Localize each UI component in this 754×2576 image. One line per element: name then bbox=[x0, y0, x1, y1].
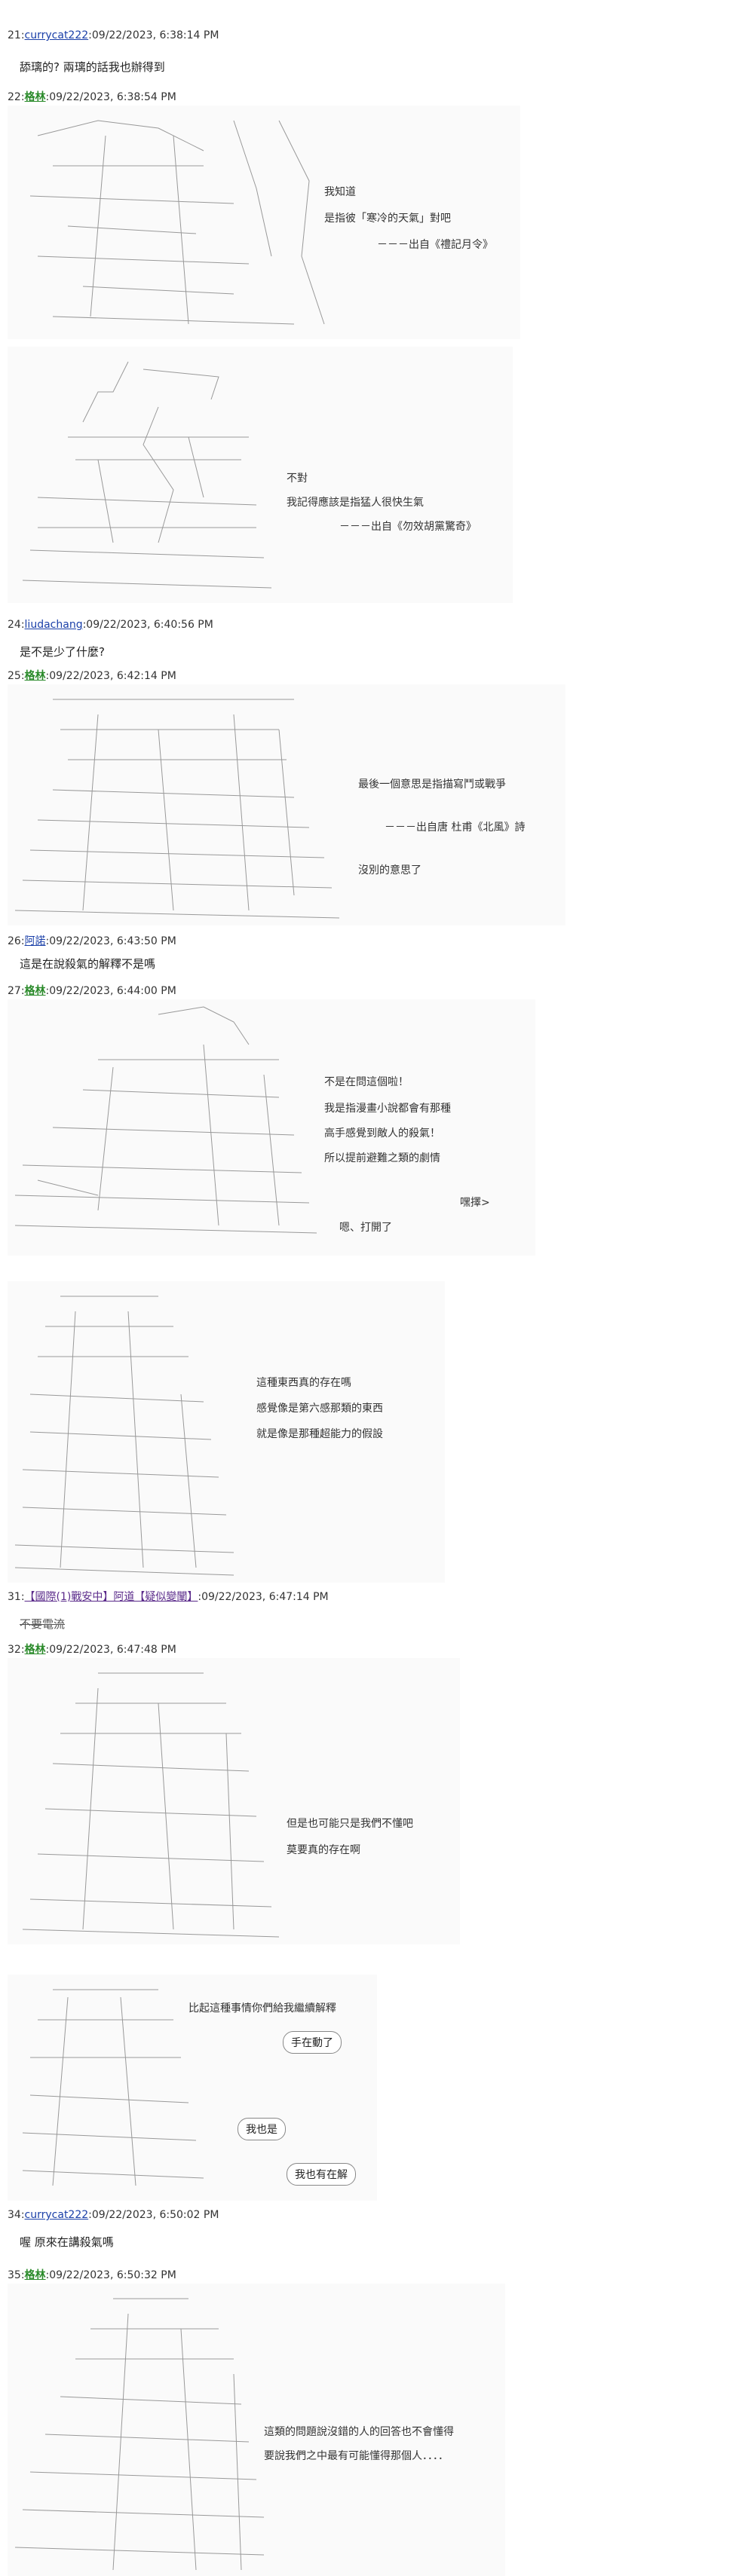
post-timestamp: :09/22/2023, 6:40:56 PM bbox=[82, 619, 213, 631]
speech-bubble: 我也有在解 bbox=[287, 2163, 356, 2186]
ascii-art-figure bbox=[14, 2298, 265, 2571]
panel-caption: 不對 bbox=[287, 473, 308, 485]
post-header: 27:格林:09/22/2023, 6:44:00 PM bbox=[8, 985, 176, 997]
post-number: 26 bbox=[8, 935, 21, 947]
panel-caption: 就是像是那種超能力的假設 bbox=[256, 1428, 383, 1440]
panel-caption: 高手感覺到敵人的殺氣！ bbox=[324, 1127, 440, 1140]
post-number: 34 bbox=[8, 2209, 21, 2221]
speech-bubble: 手在動了 bbox=[283, 2031, 342, 2054]
poster-name-link[interactable]: 格林 bbox=[24, 2269, 46, 2281]
post-header: 26:阿諾:09/22/2023, 6:43:50 PM bbox=[8, 935, 176, 947]
poster-name-link[interactable]: currycat222 bbox=[24, 2209, 89, 2221]
ascii-art-figure bbox=[29, 120, 325, 325]
post-reply-text: 這是在說殺氣的解釋不是嗎 bbox=[20, 957, 156, 971]
panel-caption: 最後一個意思是指描寫鬥或戰爭 bbox=[358, 779, 506, 791]
panel-caption: －－－出自《禮記月令》 bbox=[377, 239, 493, 251]
post-number: 27 bbox=[8, 985, 21, 997]
post-header: 35:格林:09/22/2023, 6:50:32 PM bbox=[8, 2269, 176, 2281]
poster-name-link[interactable]: 阿諾 bbox=[24, 935, 46, 947]
panel-caption: 感覺像是第六感那類的東西 bbox=[256, 1403, 383, 1415]
ascii-art-figure bbox=[22, 361, 272, 589]
ascii-art-panel: 比起這種事情你們給我繼續解釋 手在動了 我也是 我也有在解 bbox=[8, 1975, 377, 2201]
post-reply-text: 不要電流 bbox=[20, 1617, 66, 1631]
post-timestamp: :09/22/2023, 6:43:50 PM bbox=[45, 935, 176, 947]
panel-caption: 我記得應該是指猛人很快生氣 bbox=[287, 497, 424, 509]
panel-caption: 嘿擇> bbox=[460, 1197, 490, 1209]
post-timestamp: :09/22/2023, 6:44:00 PM bbox=[45, 985, 176, 997]
panel-caption: 沒別的意思了 bbox=[358, 864, 421, 877]
post-timestamp: :09/22/2023, 6:47:14 PM bbox=[198, 1591, 329, 1603]
poster-name-link[interactable]: currycat222 bbox=[24, 29, 89, 41]
post-timestamp: :09/22/2023, 6:38:54 PM bbox=[45, 91, 176, 103]
post-reply-text: 舔璃的? 兩璃的話我也辦得到 bbox=[20, 60, 165, 74]
post-timestamp: :09/22/2023, 6:47:48 PM bbox=[45, 1644, 176, 1656]
poster-name-link[interactable]: 【國際(1)戰安中】阿道【疑似變闡】 bbox=[24, 1591, 198, 1603]
post-header: 25:格林:09/22/2023, 6:42:14 PM bbox=[8, 670, 176, 682]
post-reply-text: 是不是少了什麼? bbox=[20, 645, 105, 659]
post-number: 21 bbox=[8, 29, 21, 41]
ascii-art-figure bbox=[14, 1006, 317, 1234]
panel-caption: －－－出自唐 杜甫《北風》詩 bbox=[385, 821, 526, 834]
post-number: 31 bbox=[8, 1591, 21, 1603]
panel-caption: 這種東西真的存在嗎 bbox=[256, 1377, 351, 1389]
post-header: 34:currycat222:09/22/2023, 6:50:02 PM bbox=[8, 2209, 219, 2221]
ascii-art-panel: 這類的問題說沒錯的人的回答也不會懂得 要說我們之中最有可能懂得那個人．．．． bbox=[8, 2284, 505, 2576]
post-number: 22 bbox=[8, 91, 21, 103]
panel-caption: －－－出自《勿效胡黨驚奇》 bbox=[339, 521, 477, 533]
post-number: 24 bbox=[8, 619, 21, 631]
speech-bubble: 我也是 bbox=[238, 2118, 286, 2140]
post-timestamp: :09/22/2023, 6:50:02 PM bbox=[88, 2209, 219, 2221]
poster-name-link[interactable]: 格林 bbox=[24, 670, 46, 682]
panel-caption: 所以提前避難之類的劇情 bbox=[324, 1152, 440, 1164]
ascii-art-panel: 不是在問這個啦！ 我是指漫畫小說都會有那種 高手感覺到敵人的殺氣！ 所以提前避難… bbox=[8, 999, 535, 1256]
post-timestamp: :09/22/2023, 6:42:14 PM bbox=[45, 670, 176, 682]
post-number: 35 bbox=[8, 2269, 21, 2281]
post-header: 31:【國際(1)戰安中】阿道【疑似變闡】:09/22/2023, 6:47:1… bbox=[8, 1591, 329, 1603]
panel-caption: 這類的問題說沒錯的人的回答也不會懂得 bbox=[264, 2426, 454, 2438]
panel-caption: 我是指漫畫小說都會有那種 bbox=[324, 1103, 451, 1115]
poster-name-link[interactable]: 格林 bbox=[24, 1644, 46, 1656]
post-number: 25 bbox=[8, 670, 21, 682]
poster-name-link[interactable]: liudachang bbox=[24, 619, 83, 631]
ascii-art-panel: 不對 我記得應該是指猛人很快生氣 －－－出自《勿效胡黨驚奇》 bbox=[8, 347, 513, 603]
panel-caption: 不是在問這個啦！ bbox=[324, 1076, 409, 1088]
ascii-art-panel: 這種東西真的存在嗎 感覺像是第六感那類的東西 就是像是那種超能力的假設 bbox=[8, 1281, 445, 1583]
ascii-art-figure bbox=[22, 1672, 280, 1938]
ascii-art-figure bbox=[22, 1989, 204, 2186]
panel-caption: 莫要真的存在啊 bbox=[287, 1844, 360, 1856]
post-reply-text: 喔 原來在講殺氣嗎 bbox=[20, 2235, 114, 2249]
panel-caption: 我知道 bbox=[324, 186, 356, 198]
panel-caption: 是指彼「寒冷的天氣」對吧 bbox=[324, 213, 451, 225]
post-timestamp: :09/22/2023, 6:38:14 PM bbox=[88, 29, 219, 41]
ascii-art-panel: 我知道 是指彼「寒冷的天氣」對吧 －－－出自《禮記月令》 bbox=[8, 106, 520, 339]
ascii-art-panel: 但是也可能只是我們不懂吧 莫要真的存在啊 bbox=[8, 1658, 460, 1944]
post-header: 32:格林:09/22/2023, 6:47:48 PM bbox=[8, 1644, 176, 1656]
panel-caption: 但是也可能只是我們不懂吧 bbox=[287, 1818, 413, 1830]
post-timestamp: :09/22/2023, 6:50:32 PM bbox=[45, 2269, 176, 2281]
post-header: 21:currycat222:09/22/2023, 6:38:14 PM bbox=[8, 29, 219, 41]
ascii-art-figure bbox=[14, 699, 340, 919]
ascii-art-panel: 最後一個意思是指描寫鬥或戰爭 －－－出自唐 杜甫《北風》詩 沒別的意思了 bbox=[8, 684, 566, 925]
panel-caption: 嗯、打開了 bbox=[339, 1222, 392, 1234]
post-header: 24:liudachang:09/22/2023, 6:40:56 PM bbox=[8, 619, 213, 631]
ascii-art-figure bbox=[14, 1296, 234, 1576]
panel-caption: 要說我們之中最有可能懂得那個人．．．． bbox=[264, 2450, 449, 2462]
post-header: 22:格林:09/22/2023, 6:38:54 PM bbox=[8, 91, 176, 103]
poster-name-link[interactable]: 格林 bbox=[24, 985, 46, 997]
panel-caption: 比起這種事情你們給我繼續解釋 bbox=[188, 2002, 336, 2015]
poster-name-link[interactable]: 格林 bbox=[24, 91, 46, 103]
post-number: 32 bbox=[8, 1644, 21, 1656]
